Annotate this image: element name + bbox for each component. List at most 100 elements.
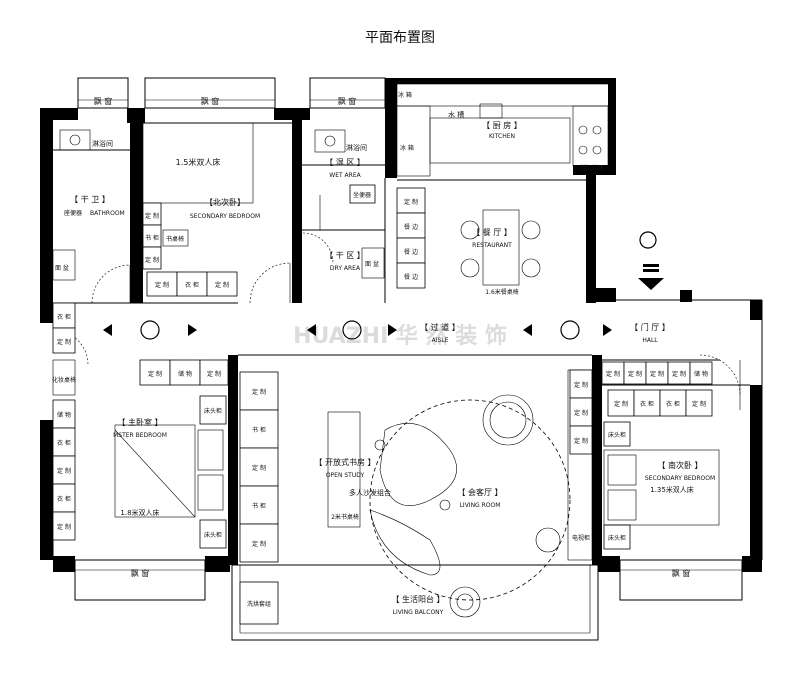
- bay-window-label: 飘 窗: [131, 568, 150, 578]
- desk-label: 书桌椅: [166, 235, 184, 243]
- shower-label: 淋浴间: [346, 143, 367, 152]
- cabinet-custom: 定 制: [57, 523, 71, 531]
- cabinet-custom: 定 制: [252, 540, 266, 548]
- cabinet-wardrobe: 衣 柜: [57, 439, 71, 447]
- room-label: 【 干 卫 】: [70, 195, 110, 204]
- bay-window-label: 飘 窗: [201, 96, 220, 106]
- cabinet-custom: 定 制: [57, 338, 71, 346]
- room-en-label: SECONDARY BEDROOM: [190, 213, 260, 220]
- room-label: 【 开放式书房 】: [314, 457, 375, 467]
- room-label: 【 会客厅 】: [457, 487, 502, 497]
- arrow-left-icon: [523, 324, 532, 336]
- person-icon: [342, 320, 362, 340]
- master-bedroom: 衣 柜 定 制 化妆桌椅 储 物 衣 柜 定 制 衣 柜 定 制 定 制 储 物…: [52, 302, 229, 549]
- door-swings: [52, 232, 741, 410]
- cabinet-custom: 定 制: [574, 437, 588, 445]
- north-bathroom: 淋浴间 【 干 卫 】 座便器 BATHROOM 面 盆: [52, 129, 125, 281]
- walls: [40, 78, 762, 572]
- watermark: HUAZHI 华 然 装 饰: [293, 323, 507, 349]
- cabinet-custom: 定 制: [155, 281, 169, 289]
- aisle-hall: HUAZHI 华 然 装 饰 【 过 道 】 AISLE 【 门 厅 】 HAL…: [103, 231, 670, 349]
- plan-title: 平面布置图: [365, 30, 435, 46]
- room-en-label: RESTAURANT: [472, 242, 512, 249]
- cabinet-custom: 定 制: [145, 256, 159, 264]
- room-label: 【 生活阳台 】: [391, 594, 444, 604]
- open-study: 定 制 书 柜 定 制 书 柜 定 制 洗烘套组 【 开放式书房 】 OPEN …: [239, 371, 376, 625]
- wet-dry-area: 淋浴间 【 湿 区 】 WET AREA 坐便器 【 干 区 】 DRY ARE…: [314, 129, 385, 279]
- room-label: 【 厨 房 】: [482, 120, 522, 130]
- kitchen: 冰 箱 水 槽 【 厨 房 】 KITCHEN 冰 箱 燃气灶具: [398, 91, 604, 172]
- bay-window-label: 飘 窗: [672, 568, 691, 578]
- cabinet-sideboard: 餐 边: [404, 273, 418, 281]
- bedside-label: 床头柜: [204, 531, 222, 539]
- entry-arrow-icon: [638, 278, 664, 290]
- south-bedroom: 定 制 定 制 定 制 定 制 储 物 定 制 衣 柜 衣 柜 定 制 床头柜 …: [601, 361, 720, 550]
- room-en-label: KITCHEN: [489, 133, 515, 140]
- room-label: 【 湿 区 】: [325, 158, 365, 167]
- person-icon: [140, 320, 160, 340]
- basin-label: 面 盆: [55, 264, 69, 272]
- sink-label: 水 槽: [448, 110, 464, 119]
- room-en-label: DRY AREA: [330, 265, 361, 272]
- room-en-label: SECONDARY BEDROOM: [645, 475, 715, 482]
- room-en-label: BATHROOM: [90, 210, 125, 217]
- cabinet-custom: 定 制: [215, 281, 229, 289]
- washer-label: 洗烘套组: [247, 600, 271, 608]
- cabinet-custom: 定 制: [628, 370, 642, 378]
- cabinet-custom: 定 制: [148, 370, 162, 378]
- cabinet-storage: 储 物: [694, 370, 708, 378]
- bay-window-label: 飘 窗: [94, 96, 113, 106]
- tv-cabinet-label: 电视柜: [572, 534, 590, 542]
- cabinet-custom: 定 制: [614, 400, 628, 408]
- cabinet-sideboard: 餐 边: [404, 223, 418, 231]
- cabinet-bookcase: 书 柜: [145, 234, 159, 242]
- cabinet-storage: 储 物: [57, 411, 71, 419]
- shower-label: 淋浴间: [92, 139, 113, 148]
- cabinet-wardrobe: 衣 柜: [57, 313, 71, 321]
- room-label: 【 门 厅 】: [630, 322, 670, 332]
- room-label: 【 过 道 】: [420, 322, 460, 332]
- arrow-right-icon: [603, 324, 612, 336]
- cabinet-custom: 定 制: [692, 400, 706, 408]
- cabinet-sideboard: 餐 边: [404, 248, 418, 256]
- sofa-label: 多人沙发组合: [349, 488, 391, 497]
- bay-windows: 飘 窗 飘 窗 飘 窗 飘 窗 飘 窗: [94, 96, 691, 578]
- arrow-right-icon: [388, 324, 397, 336]
- toilet-label: 座便器: [64, 209, 82, 217]
- bedside-label: 床头柜: [608, 431, 626, 439]
- living-room: 多人沙发组合 【 会客厅 】 LIVING ROOM 【 生活阳台 】 LIVI…: [349, 369, 593, 618]
- room-en-label: OPEN STUDY: [326, 472, 365, 479]
- arrow-left-icon: [307, 324, 316, 336]
- room-en-label: LIVING BALCONY: [393, 609, 444, 616]
- fridge-label: 冰 箱: [398, 91, 412, 99]
- room-label: 【 南次卧 】: [657, 460, 702, 470]
- cabinet-custom: 定 制: [574, 381, 588, 389]
- restaurant: 定 制 餐 边 餐 边 餐 边 【 餐 厅 】 RESTAURANT 1.6米餐…: [396, 187, 541, 296]
- cabinet-custom: 定 制: [252, 388, 266, 396]
- bedside-label: 床头柜: [204, 407, 222, 415]
- toilet-label: 坐便器: [353, 191, 371, 199]
- cabinet-wardrobe: 衣 柜: [57, 495, 71, 503]
- fridge-label: 冰 箱: [400, 144, 414, 152]
- cabinet-custom: 定 制: [672, 370, 686, 378]
- range-label: 燃气灶具: [580, 164, 604, 172]
- north-bedroom: 1.5米双人床 【北次卧】 SECONDARY BEDROOM 书桌椅 定 制 …: [142, 122, 260, 297]
- person-icon: [560, 320, 580, 340]
- arrow-left-icon: [103, 324, 112, 336]
- room-label: 【 餐 厅 】: [472, 228, 512, 237]
- cabinet-bookcase: 书 柜: [252, 426, 266, 434]
- bed-label: 1.35米双人床: [650, 485, 694, 494]
- cabinet-custom: 定 制: [650, 370, 664, 378]
- thin-outlines: [52, 77, 763, 641]
- room-en-label: AISLE: [432, 337, 449, 344]
- cabinet-custom: 定 制: [145, 212, 159, 220]
- cabinet-bookcase: 书 柜: [252, 502, 266, 510]
- cabinet-wardrobe: 衣 柜: [666, 400, 680, 408]
- cabinet-custom: 定 制: [57, 467, 71, 475]
- cabinet-custom: 定 制: [252, 464, 266, 472]
- cabinet-custom: 定 制: [404, 198, 418, 206]
- cabinet-storage: 储 物: [178, 370, 192, 378]
- room-en-label: WET AREA: [329, 172, 361, 179]
- bay-window-label: 飘 窗: [338, 96, 357, 106]
